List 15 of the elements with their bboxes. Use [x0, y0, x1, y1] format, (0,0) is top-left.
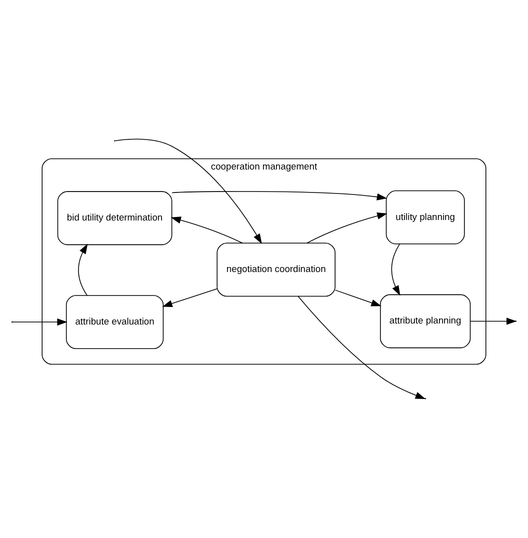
arrow — [78, 244, 88, 296]
arrow — [170, 216, 243, 244]
node-box: attribute evaluation — [66, 295, 164, 349]
arrow — [115, 138, 262, 244]
node-box: utility planning — [386, 190, 465, 244]
arrow — [162, 288, 218, 307]
arrow — [470, 318, 517, 325]
node-box: bid utility determination — [57, 191, 172, 246]
arrow — [306, 212, 388, 244]
arrow — [12, 318, 68, 326]
arrow — [172, 191, 388, 200]
node-box: attribute planning — [380, 294, 471, 348]
arrow — [334, 290, 382, 306]
arrow — [391, 244, 400, 296]
node-box: negotiation coordination — [216, 242, 336, 297]
